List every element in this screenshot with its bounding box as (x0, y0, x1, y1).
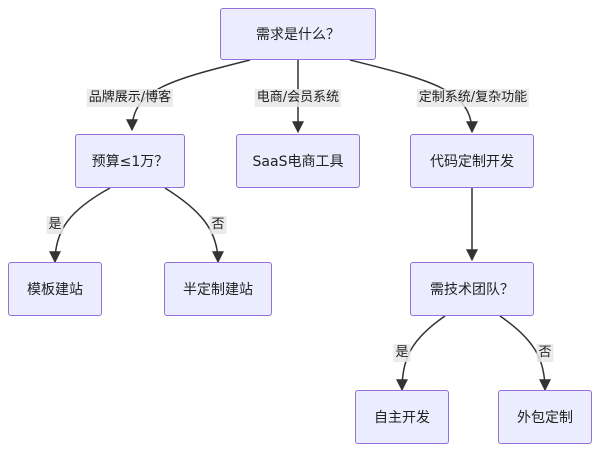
edge-label-budget-yes: 是 (46, 216, 64, 234)
node-outsource: 外包定制 (498, 390, 592, 444)
edge-label-brand: 品牌展示/博客 (86, 89, 174, 107)
node-template: 模板建站 (8, 262, 102, 316)
edge-budget-to-semi (164, 187, 224, 264)
node-self-dev: 自主开发 (355, 390, 449, 444)
node-custom-dev: 代码定制开发 (410, 134, 534, 188)
node-saas: SaaS电商工具 (236, 134, 360, 188)
node-tech-team: 需技术团队？ (410, 262, 534, 316)
edge-budget-to-template (49, 187, 111, 264)
edge-label-custom: 定制系统/复杂功能 (416, 89, 530, 107)
edge-label-team-no: 否 (536, 344, 554, 362)
node-semi-custom: 半定制建站 (164, 262, 272, 316)
edge-root-to-custom (349, 59, 478, 134)
edge-label-ecommerce: 电商/会员系统 (254, 89, 342, 107)
edge-label-budget-no: 否 (209, 216, 227, 234)
node-budget: 预算≤1万？ (75, 134, 185, 188)
edge-label-team-yes: 是 (393, 344, 411, 362)
edge-root-to-budget (126, 59, 251, 132)
node-root: 需求是什么？ (220, 8, 376, 60)
edge-team-to-outsource (499, 315, 551, 392)
